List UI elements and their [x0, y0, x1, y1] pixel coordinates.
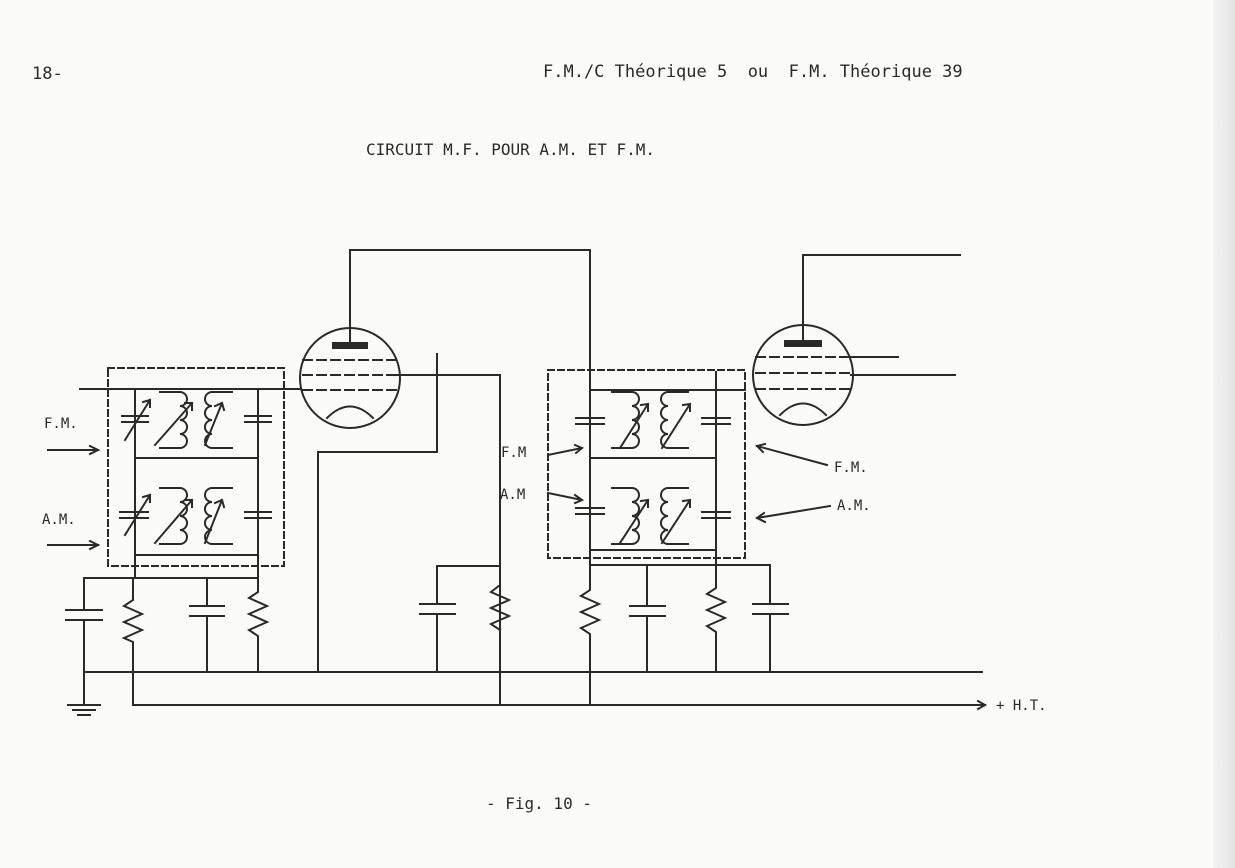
fm-pointer-mid [546, 443, 584, 457]
resistor-4 [578, 564, 602, 706]
diagram-title: CIRCUIT M.F. POUR A.M. ET F.M. [366, 140, 655, 159]
tube-1-grids [302, 359, 399, 391]
ground-symbol [67, 699, 101, 716]
capacitor-4 [629, 564, 666, 673]
capacitor-2 [189, 577, 225, 673]
decoupling-capacitor-1 [65, 577, 103, 706]
resistor-1 [121, 577, 145, 706]
tube-2-grids [755, 356, 852, 390]
label-fm-right: F.M. [834, 460, 868, 476]
tube-1-cathode [325, 405, 375, 420]
header-title: F.M./C Théorique 5 ou F.M. Théorique 39 [543, 62, 963, 82]
fm-input-arrow-left [47, 444, 101, 456]
label-am-left: A.M. [42, 512, 76, 528]
am-pointer-mid [546, 491, 585, 505]
tube-2-cathode [778, 402, 828, 417]
label-ht: + H.T. [996, 698, 1047, 714]
am-input-arrow-left [47, 539, 101, 551]
resistor-3 [488, 583, 512, 632]
tube-2-anode [784, 340, 822, 347]
fm-pointer-right [755, 442, 829, 467]
label-fm-left: F.M. [44, 416, 78, 432]
capacitor-5 [752, 564, 789, 673]
resistor-2 [246, 577, 270, 673]
page-edge-shadow [1213, 0, 1235, 868]
figure-caption: - Fig. 10 - [486, 794, 592, 813]
tube-1-anode [332, 342, 368, 349]
ht-bus [132, 699, 988, 711]
label-fm-mid: F.M [501, 445, 526, 461]
label-am-mid: A.M [500, 487, 525, 503]
if-transformer-2 [547, 369, 746, 571]
am-pointer-right [755, 504, 832, 524]
resistor-5 [704, 564, 728, 673]
capacitor-3 [419, 565, 456, 673]
if-transformer-1 [79, 367, 301, 579]
page-number: 18- [32, 64, 63, 84]
label-am-right: A.M. [837, 498, 871, 514]
